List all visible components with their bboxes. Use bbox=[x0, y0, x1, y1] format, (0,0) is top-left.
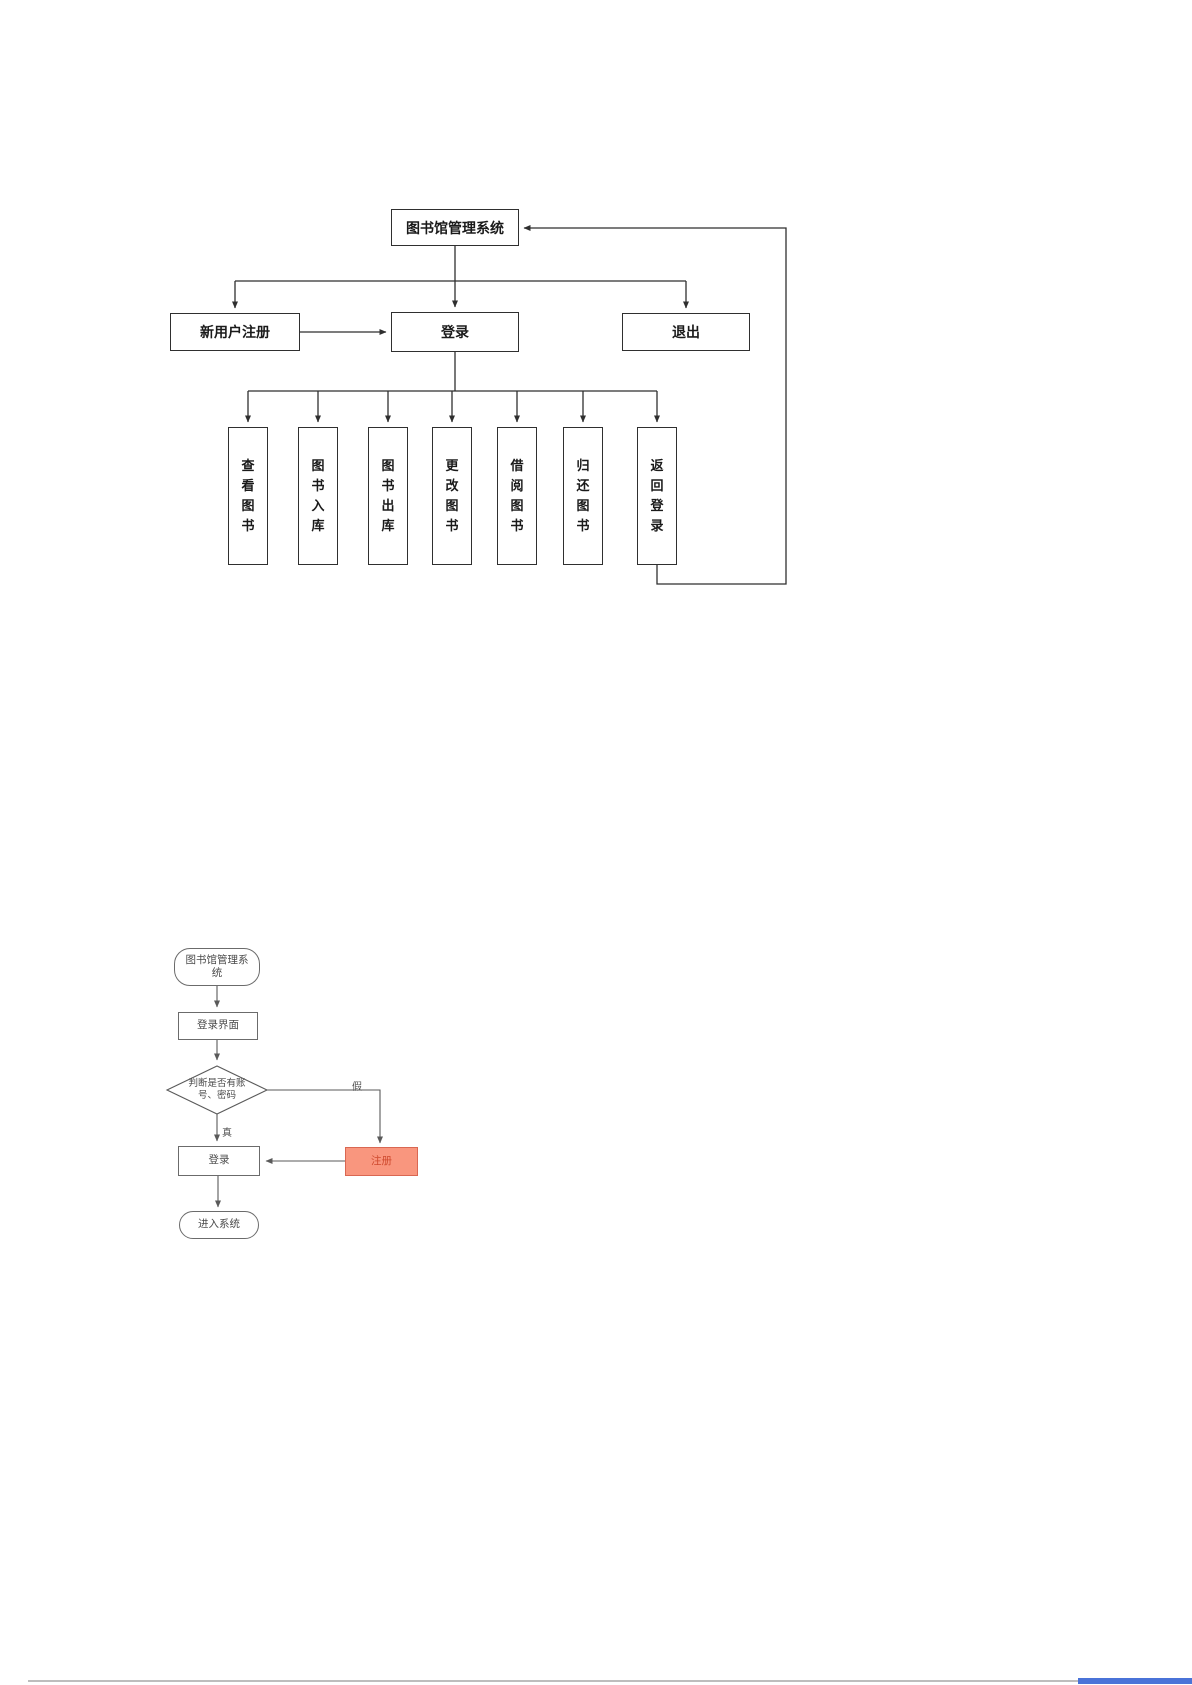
node-modify-books-label: 更改图书 bbox=[445, 457, 459, 534]
node-exit: 退出 bbox=[622, 313, 750, 351]
node-root-library-system: 图书馆管理系统 bbox=[391, 209, 519, 246]
scrollbar-thumb[interactable] bbox=[1078, 1678, 1192, 1684]
node-book-inbound: 图书入库 bbox=[298, 427, 338, 565]
node-book-outbound-label: 图书出库 bbox=[381, 457, 395, 534]
flow-login-node: 登录 bbox=[178, 1146, 260, 1176]
node-borrow-books: 借阅图书 bbox=[497, 427, 537, 565]
flow-register-node: 注册 bbox=[345, 1147, 418, 1176]
node-borrow-books-label: 借阅图书 bbox=[510, 457, 524, 534]
node-return-books-label: 归还图书 bbox=[576, 457, 590, 534]
page-bottom-divider bbox=[28, 1680, 1168, 1682]
node-back-to-login: 返回登录 bbox=[637, 427, 677, 565]
node-back-to-login-label: 返回登录 bbox=[650, 457, 664, 534]
node-book-outbound: 图书出库 bbox=[368, 427, 408, 565]
node-login: 登录 bbox=[391, 312, 519, 352]
node-return-books: 归还图书 bbox=[563, 427, 603, 565]
node-book-inbound-label: 图书入库 bbox=[311, 457, 325, 534]
flow-start-node: 图书馆管理系统 bbox=[174, 948, 260, 986]
branch-true-label: 真 bbox=[222, 1128, 232, 1139]
flow-login-page-node: 登录界面 bbox=[178, 1012, 258, 1040]
flow-start-label: 图书馆管理系统 bbox=[185, 953, 249, 979]
node-new-user-register: 新用户注册 bbox=[170, 313, 300, 351]
node-view-books: 查看图书 bbox=[228, 427, 268, 565]
branch-false-label: 假 bbox=[352, 1082, 362, 1093]
flow-decision-node: 判断是否有账号、密码 bbox=[172, 1068, 262, 1112]
flow-end-node: 进入系统 bbox=[179, 1211, 259, 1239]
node-view-books-label: 查看图书 bbox=[241, 457, 255, 534]
flow-decision-label: 判断是否有账号、密码 bbox=[188, 1078, 246, 1101]
node-modify-books: 更改图书 bbox=[432, 427, 472, 565]
